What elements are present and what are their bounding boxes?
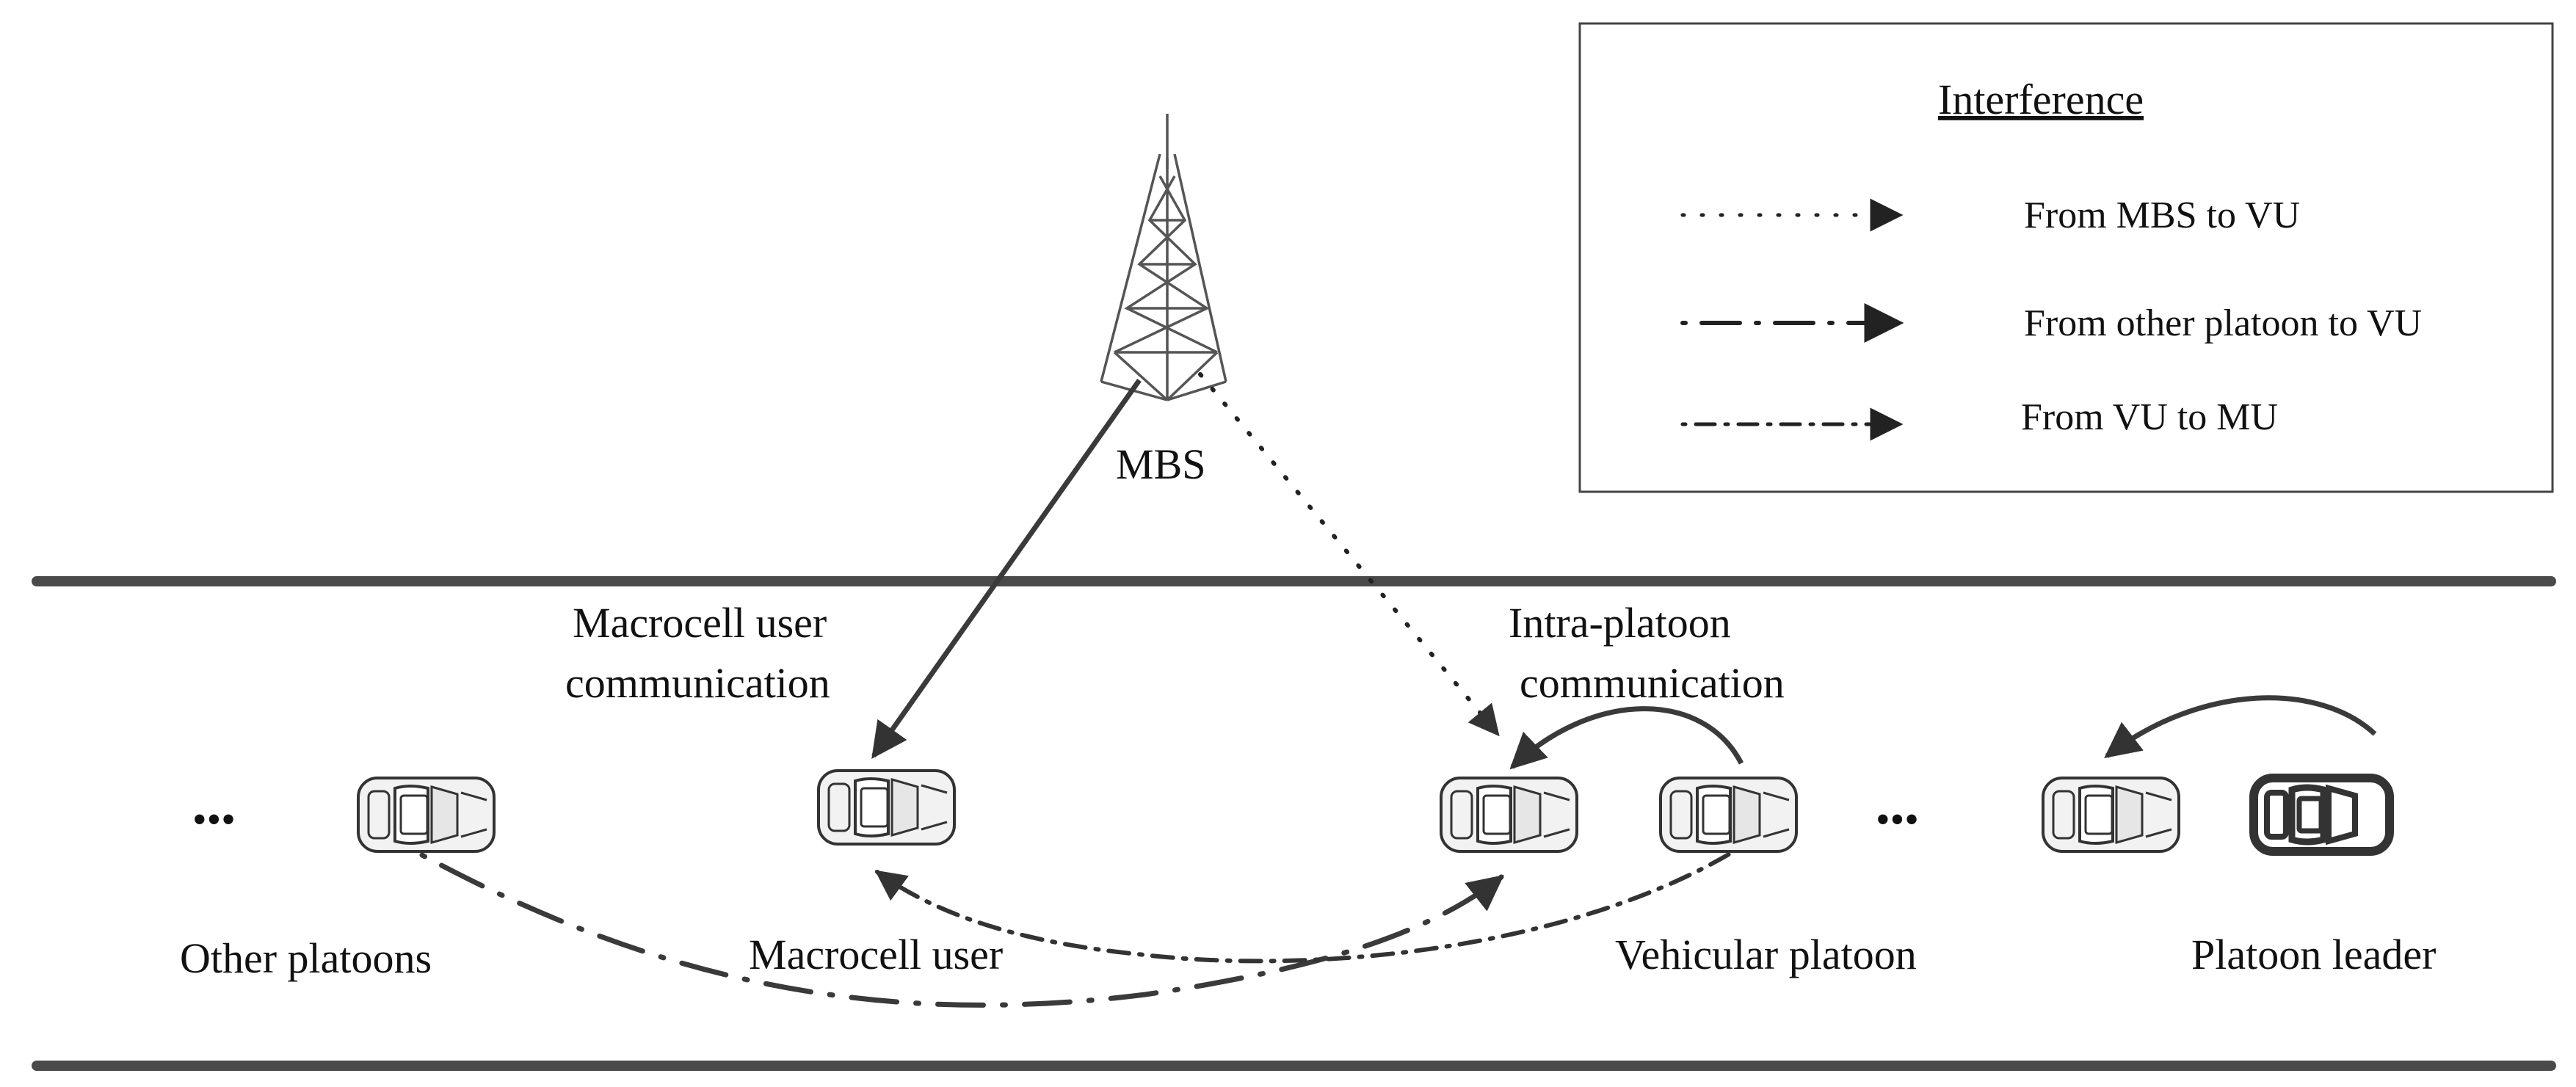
leader-car-icon xyxy=(2254,778,2390,851)
ellipsis-left: ••• xyxy=(192,797,236,843)
car-icon xyxy=(2042,777,2180,853)
other-platoon-to-vu-interference-arrow xyxy=(419,852,1504,1008)
other-platoons-label: Other platoons xyxy=(180,934,432,982)
platoon-leader-label: Platoon leader xyxy=(2191,931,2436,978)
legend-title: Interference xyxy=(1938,76,2144,123)
macrocell-comm-label-line1: Macrocell user xyxy=(573,599,827,647)
car-icon xyxy=(357,777,496,853)
mbs-to-vu-interference-arrow xyxy=(1198,372,1500,737)
intra-platoon-label-line2: communication xyxy=(1520,659,1785,707)
vu-to-mu-interference-arrow xyxy=(874,846,1742,964)
intra-platoon-label-line1: Intra-platoon xyxy=(1509,599,1731,647)
legend-item-other-platoon-to-vu: From other platoon to VU xyxy=(2024,302,2422,344)
tower-icon xyxy=(1100,114,1227,401)
intra-platoon-arrow-1 xyxy=(1509,706,1744,770)
macrocell-comm-label-line2: communication xyxy=(565,659,830,707)
mbs-label: MBS xyxy=(1116,440,1206,488)
ellipsis-right: ••• xyxy=(1876,797,1919,843)
macrocell-user-label: Macrocell user xyxy=(749,931,1003,978)
legend: Interference From MBS to VU From other p… xyxy=(1578,22,2554,493)
intra-platoon-arrow-2 xyxy=(2104,695,2377,758)
car-icon xyxy=(1440,777,1578,853)
legend-item-mbs-to-vu: From MBS to VU xyxy=(2024,195,2300,236)
car-icon xyxy=(1659,777,1798,853)
macrocell-communication-arrow xyxy=(871,378,1142,760)
legend-box xyxy=(1578,22,2554,493)
vehicular-platoon-label: Vehicular platoon xyxy=(1615,931,1917,978)
car-icon xyxy=(817,769,956,846)
legend-item-vu-to-mu: From VU to MU xyxy=(2021,396,2278,438)
